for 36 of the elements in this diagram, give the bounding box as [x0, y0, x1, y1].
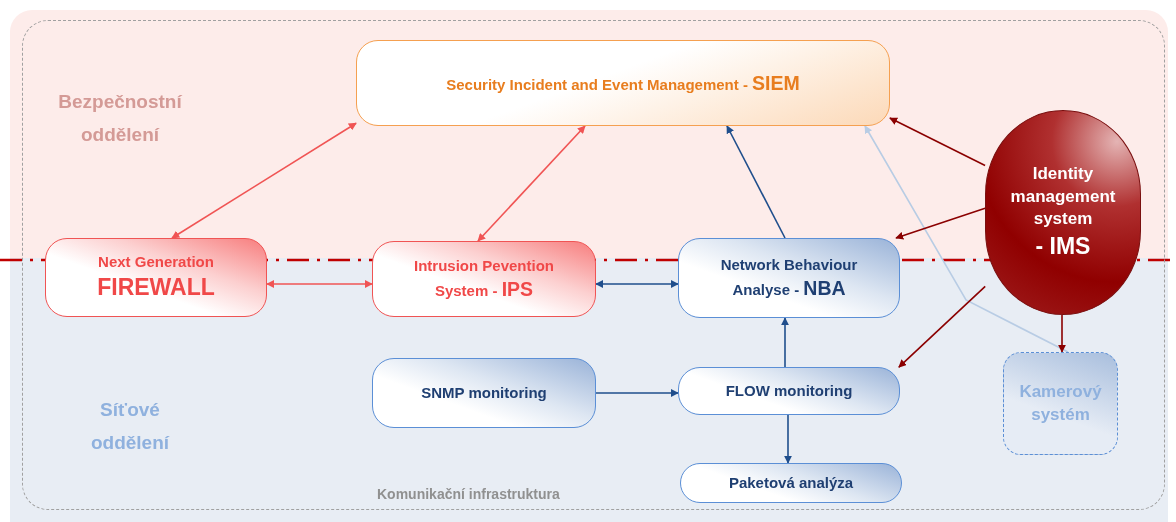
arrow [864, 125, 1069, 353]
system-box [678, 238, 900, 318]
arrow [266, 280, 373, 288]
system-box [680, 463, 902, 503]
arrow [726, 125, 786, 239]
node-label: Next Generation [98, 251, 214, 272]
node-label: Paketová analýza [728, 472, 854, 493]
arrow [784, 414, 792, 464]
department-label: Bezpečnostní oddělení [57, 90, 183, 147]
node-label: Kamerový systém [1019, 380, 1102, 426]
system-box [356, 40, 890, 126]
node-label: Security Incident and Event Management - SIEM [446, 70, 800, 96]
arrow [895, 207, 986, 240]
node-label: Network Behaviour Analyse - NBA [719, 254, 859, 301]
arrow [898, 285, 986, 368]
arrow [781, 317, 789, 368]
arrow [595, 280, 679, 288]
node-label: - IMS [1035, 232, 1091, 262]
node-label: FIREWALL [97, 273, 215, 303]
arrow [889, 117, 986, 167]
arrow [171, 122, 357, 239]
dashed-frame [22, 20, 1165, 510]
system-box [678, 367, 900, 415]
node-label: FLOW monitoring [725, 380, 853, 401]
system-box [372, 358, 596, 428]
node-label: Identity management system [1009, 162, 1117, 231]
system-box [372, 241, 596, 317]
system-box [45, 238, 267, 317]
frame-label: Komunikační infrastruktura [377, 486, 560, 502]
arrow [595, 389, 679, 397]
node-label: SNMP monitoring [421, 382, 547, 403]
department-label: Síťové oddělení [89, 398, 171, 455]
arrow [477, 125, 586, 242]
node-label: Intrusion Pevention System - IPS [413, 255, 555, 302]
arrow [1058, 314, 1066, 353]
dashed-system-box [1003, 352, 1118, 455]
